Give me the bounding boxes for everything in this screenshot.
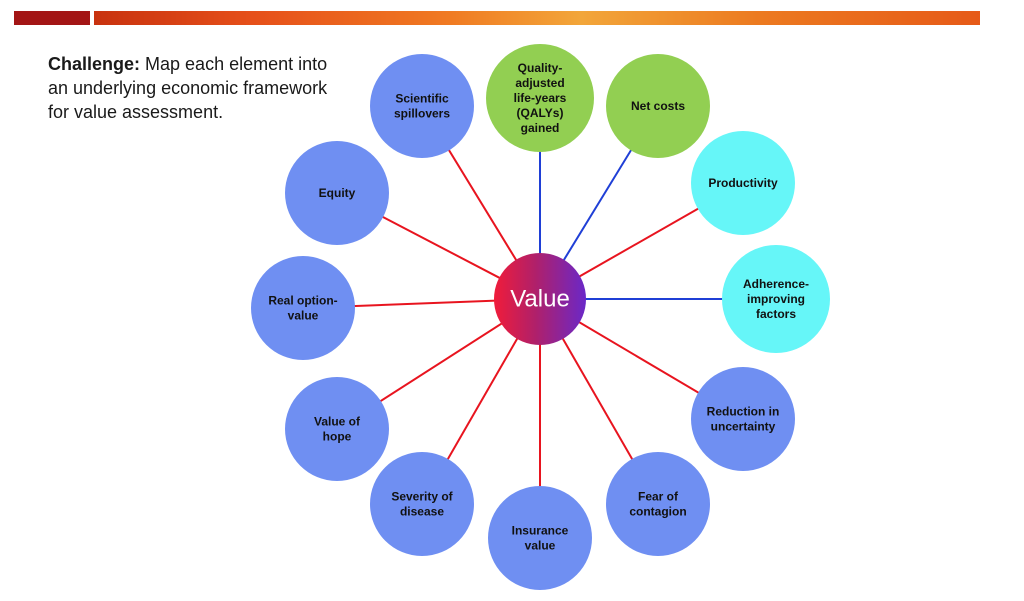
node-label-line: Severity of [391, 490, 453, 504]
node-equity: Equity [285, 141, 389, 245]
node-label-line: hope [323, 430, 352, 444]
node-label-line: spillovers [394, 107, 450, 121]
node-net-costs: Net costs [606, 54, 710, 158]
challenge-label: Challenge: [48, 54, 141, 74]
node-label-line: improving [747, 292, 805, 306]
node-label-line: Productivity [708, 176, 778, 190]
node-label-line: gained [521, 121, 560, 135]
node-circle-fear-contagion [606, 452, 710, 556]
node-label-line: factors [756, 307, 796, 321]
node-circle-severity-disease [370, 452, 474, 556]
node-circle-real-option [251, 256, 355, 360]
node-label-line: Fear of [638, 490, 679, 504]
value-center: Value [494, 253, 586, 345]
node-circle-equity [285, 141, 389, 245]
node-label-line: Real option- [268, 294, 337, 308]
node-label-line: Scientific [395, 92, 449, 106]
node-circle-scientific-spillovers [370, 54, 474, 158]
node-label-line: Quality- [518, 61, 563, 75]
header-bar-dark [14, 11, 90, 25]
node-circle-net-costs [606, 54, 710, 158]
challenge-text: Challenge: Map each element into an unde… [48, 52, 338, 124]
node-label-equity: Equity [319, 186, 356, 200]
node-circle-qalys [486, 44, 594, 152]
node-label-productivity: Productivity [708, 176, 778, 190]
node-circle-reduction-uncertainty [691, 367, 795, 471]
node-productivity: Productivity [691, 131, 795, 235]
node-label-line: disease [400, 505, 444, 519]
node-label-line: adjusted [515, 76, 564, 90]
node-label-line: Adherence- [743, 277, 809, 291]
node-label-line: (QALYs) [517, 106, 564, 120]
node-label-line: uncertainty [711, 420, 776, 434]
node-circle-adherence [722, 245, 830, 353]
node-label-line: contagion [629, 505, 686, 519]
node-label-line: Value of [314, 415, 361, 429]
challenge-body: Map each element into an underlying econ… [48, 54, 328, 122]
node-label-line: Reduction in [707, 405, 780, 419]
node-real-option: Real option-value [251, 256, 355, 360]
node-label-line: Equity [319, 186, 356, 200]
node-circle-insurance-value [488, 486, 592, 590]
node-circle-productivity [691, 131, 795, 235]
node-label-line: value [288, 309, 319, 323]
node-label-line: Net costs [631, 99, 685, 113]
node-label-net-costs: Net costs [631, 99, 685, 113]
node-circle-value-hope [285, 377, 389, 481]
header-bar-gradient [94, 11, 980, 25]
node-label-line: value [525, 539, 556, 553]
value-center-label: Value [510, 286, 570, 313]
node-label-line: Insurance [512, 524, 569, 538]
value-center-circle [494, 253, 586, 345]
node-label-real-option: Real option-value [268, 294, 337, 323]
node-label-line: life-years [514, 91, 567, 105]
